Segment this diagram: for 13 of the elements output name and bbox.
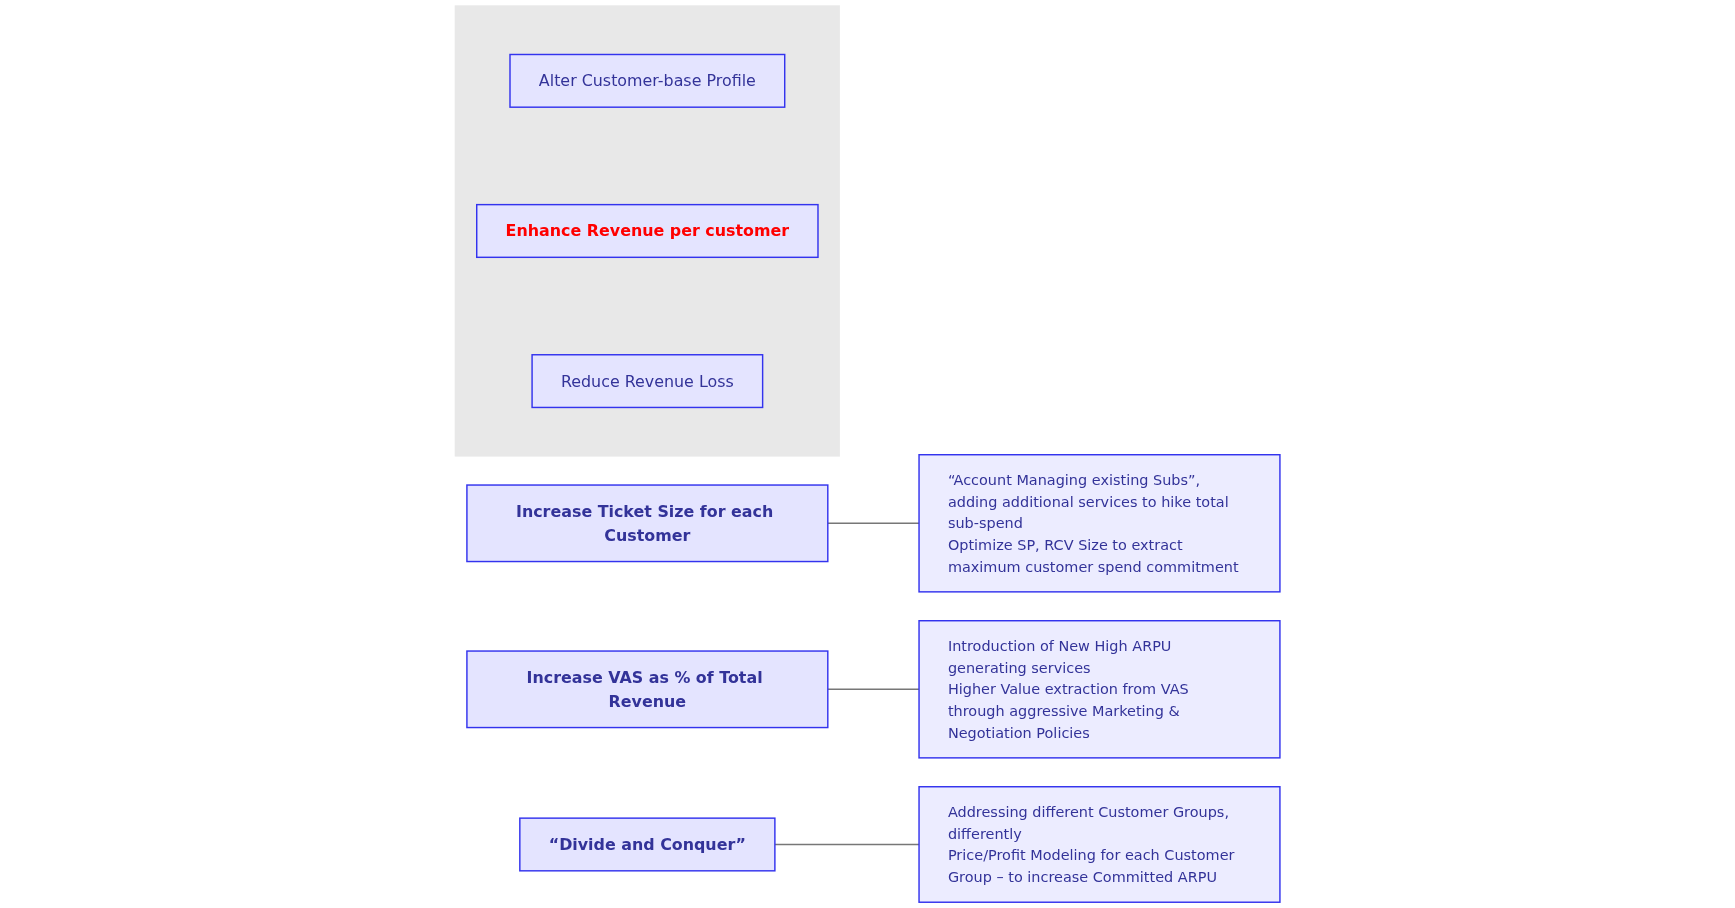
cluster [454, 5, 840, 457]
node-box: “Divide and Conquer” [519, 817, 776, 872]
node-box: Increase VAS as % of Total Revenue [466, 650, 829, 729]
node-box: Introduction of New High ARPU generating services Higher Value extraction from VAS through aggressive Marketing & Negotiation Policies [918, 620, 1281, 759]
node-box: Increase Ticket Size for each Customer [466, 484, 829, 563]
connector [827, 688, 920, 690]
connector [827, 522, 920, 524]
connector [774, 843, 920, 846]
node-box: Enhance Revenue per customer [476, 203, 819, 259]
node-box: Addressing different Customer Groups, differently Price/Profit Modeling for each Customer Group – to increase Committed ARPU [918, 786, 1281, 903]
node-box: “Account Managing existing Subs”, adding additional services to hike total sub-spend Optimize SP, RCV Size to extract maximum customer spend commitment [918, 454, 1281, 593]
node-box: Alter Customer-base Profile [509, 53, 786, 108]
node-box: Reduce Revenue Loss [531, 354, 764, 409]
